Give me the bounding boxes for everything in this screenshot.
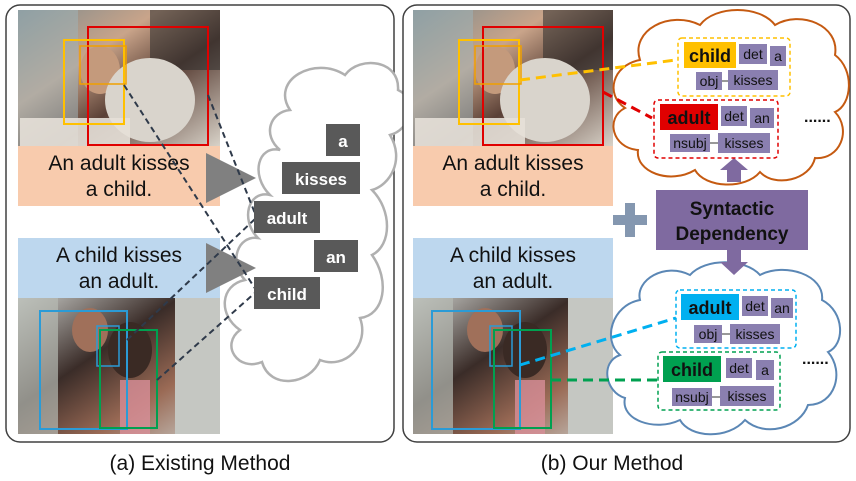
connector-child-yellow xyxy=(519,58,677,82)
dep-top-2-verb: kisses xyxy=(725,135,764,151)
syntactic-dependency-line2: Dependency xyxy=(676,224,789,245)
arrow-up-head xyxy=(720,158,748,170)
word-box-kisses xyxy=(282,162,360,194)
caption-bottom-a-line2: an adult. xyxy=(79,270,160,293)
connector-child-top-a xyxy=(123,84,257,291)
caption-bottom-a-bg xyxy=(18,238,220,298)
dep-top-1-head: child xyxy=(689,46,731,66)
dep-top-2-head: adult xyxy=(668,108,711,128)
dep-top-1-det-label: det xyxy=(743,46,763,62)
dep-group-bottom-2: child det a nsubj kisses xyxy=(657,351,781,411)
bbox-adult-b-bottom xyxy=(431,310,521,430)
dep-bottom-2-rel-label: nsubj xyxy=(675,389,708,405)
dep-top-1-rel-label: obj xyxy=(700,73,719,89)
dep-bottom-2-head: child xyxy=(671,360,713,380)
word-adult: adult xyxy=(267,209,308,228)
caption-top-b-line2: a child. xyxy=(480,178,547,201)
dep-bottom-2-verb: kisses xyxy=(728,388,767,404)
dep-group-top-1: child det a obj kisses xyxy=(677,37,791,97)
bbox-adult-b xyxy=(482,26,604,146)
bbox-child-face-b xyxy=(474,45,522,85)
connector-child-bottom-a xyxy=(156,291,257,381)
panel-our-method: An adult kisses a child. A child kisses … xyxy=(402,4,851,443)
dep-top-2-det-word: an xyxy=(754,110,770,126)
arrow-up-stem xyxy=(727,168,741,182)
photo-top-a xyxy=(18,10,220,146)
dep-top-2-det-label: det xyxy=(724,108,744,124)
dep-bottom-1-det-word: an xyxy=(774,300,790,316)
bbox-child-b xyxy=(458,39,520,125)
syntactic-dependency-box xyxy=(656,190,808,250)
dep-group-top-2: adult det an nsubj kisses xyxy=(653,99,779,159)
connector-adult-red xyxy=(602,90,653,120)
word-kisses: kisses xyxy=(295,170,347,189)
dep-bottom-2-det-word: a xyxy=(761,362,769,378)
dep-top-ellipsis: ...... xyxy=(804,109,831,126)
caption-bottom-b-line2: an adult. xyxy=(473,270,554,293)
caption-top-b-line1: An adult kisses xyxy=(442,152,583,175)
bbox-adult-face-a-bottom xyxy=(96,325,120,367)
dep-bottom-2-det-label: det xyxy=(729,360,749,376)
dep-group-bottom-1: adult det an obj kisses xyxy=(675,289,797,349)
panel-b-title: (b) Our Method xyxy=(541,452,683,475)
bbox-adult-a-bottom xyxy=(39,310,128,430)
dep-top-1-det-word: a xyxy=(774,48,782,64)
bbox-child-a xyxy=(63,39,125,125)
arrow-down-stem xyxy=(727,250,741,264)
caption-top-a-line1: An adult kisses xyxy=(48,152,189,175)
panel-existing-method: An adult kisses a child. A child kisses … xyxy=(5,4,412,443)
bbox-adult-face-b-bottom xyxy=(489,325,513,367)
caption-bottom-b-line1: A child kisses xyxy=(450,244,576,267)
dep-bottom-1-head: adult xyxy=(689,298,732,318)
cloud-bottom-b xyxy=(606,261,842,436)
dep-top-2-rel-label: nsubj xyxy=(673,135,706,151)
cloud-top-b xyxy=(612,9,850,186)
caption-top-b-bg xyxy=(413,146,613,206)
caption-bottom-a-line1: A child kisses xyxy=(56,244,182,267)
connector-adult-top-a xyxy=(207,94,257,217)
syntactic-dependency-line1: Syntactic xyxy=(690,199,775,220)
photo-top-b xyxy=(413,10,613,146)
dep-bottom-ellipsis: ...... xyxy=(802,351,829,368)
arrow-down-head xyxy=(720,262,748,275)
word-child: child xyxy=(267,285,307,304)
caption-bottom-b-bg xyxy=(413,238,613,298)
dep-bottom-1-det-label: det xyxy=(745,298,765,314)
bbox-child-face-a xyxy=(79,45,127,85)
word-a: a xyxy=(338,132,348,151)
dep-bottom-1-rel-label: obj xyxy=(699,326,718,342)
word-an: an xyxy=(326,248,346,267)
word-box-adult xyxy=(254,201,320,233)
caption-top-a-bg xyxy=(18,146,220,206)
dep-top-1-verb: kisses xyxy=(734,72,773,88)
connector-adult-cyan xyxy=(519,316,677,367)
panel-a-title: (a) Existing Method xyxy=(110,452,291,475)
word-box-an xyxy=(314,240,358,272)
plus-icon xyxy=(613,203,647,237)
word-box-child xyxy=(254,277,320,309)
dep-bottom-1-verb: kisses xyxy=(736,326,775,342)
bbox-adult-a xyxy=(87,26,209,146)
photo-bottom-b xyxy=(413,298,613,434)
word-box-a xyxy=(326,124,360,156)
caption-top-a-line2: a child. xyxy=(86,178,153,201)
